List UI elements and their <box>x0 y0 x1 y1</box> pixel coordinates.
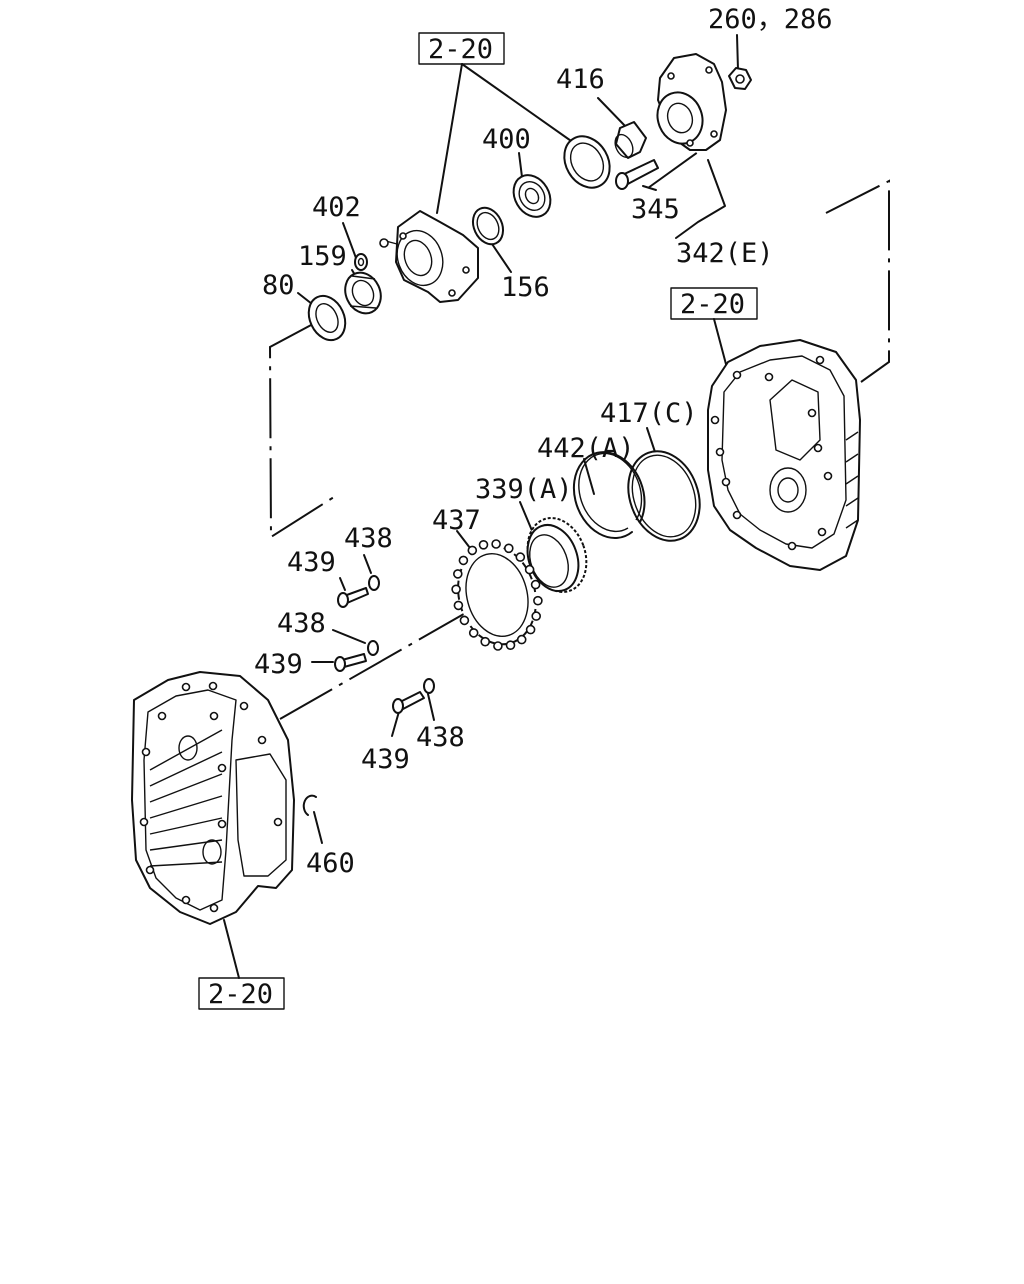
gear-tooth <box>453 600 464 611</box>
label-156[interactable]: 156 <box>501 272 550 303</box>
callout-labels: 260，286 416 400 402 159 80 156 345 342(E… <box>254 4 833 879</box>
part-left-housing[interactable] <box>131 671 295 925</box>
label-439-a[interactable]: 439 <box>287 547 336 578</box>
gear-tooth <box>480 636 491 647</box>
housing-rib <box>149 817 223 835</box>
label-438-b[interactable]: 438 <box>277 608 326 639</box>
housing-rib <box>149 751 223 787</box>
gear-tooth <box>503 543 514 554</box>
housing-rib <box>149 729 223 771</box>
part-right-housing[interactable] <box>707 339 861 571</box>
gear-tooth <box>467 545 478 556</box>
housing-rib <box>845 497 859 507</box>
label-342e[interactable]: 342(E) <box>676 238 774 269</box>
ref-box-bottom-label: 2-20 <box>208 979 273 1010</box>
gear-tooth <box>524 564 535 575</box>
label-402[interactable]: 402 <box>312 192 361 223</box>
part-439-screw-c[interactable] <box>392 691 425 714</box>
housing-rib <box>845 431 859 441</box>
part-342e-flange[interactable] <box>650 53 727 151</box>
part-437-gear-plate[interactable] <box>447 537 546 653</box>
ref-box-top-label: 2-20 <box>428 34 493 65</box>
label-439-c[interactable]: 439 <box>361 744 410 775</box>
leader-lines <box>223 34 890 979</box>
part-156-oring[interactable] <box>467 203 508 249</box>
gear-tooth <box>531 611 542 621</box>
housing-rib <box>149 839 223 851</box>
ref-box-right[interactable]: 2-20 <box>670 287 758 320</box>
ref-box-right-label: 2-20 <box>680 289 745 320</box>
part-402-washer[interactable] <box>354 253 368 271</box>
part-345-bolt[interactable] <box>615 159 659 190</box>
part-80-seal[interactable] <box>302 290 352 346</box>
housing-rib <box>149 795 223 819</box>
part-438-washer-c[interactable] <box>423 678 435 694</box>
gear-tooth <box>493 641 503 651</box>
label-339a[interactable]: 339(A) <box>475 474 573 505</box>
gear-tooth <box>491 539 501 549</box>
part-400-bearing[interactable] <box>506 168 557 223</box>
part-159-nut[interactable] <box>339 267 388 319</box>
gear-tooth <box>451 584 461 595</box>
part-460-snap-ring[interactable] <box>302 794 317 816</box>
label-460[interactable]: 460 <box>306 848 355 879</box>
label-260-286[interactable]: 260，286 <box>708 4 833 35</box>
part-438-washer-a[interactable] <box>368 575 380 591</box>
housing-rib <box>149 773 223 803</box>
gear-tooth <box>478 539 489 550</box>
part-439-screw-b[interactable] <box>334 653 367 672</box>
part-417c-ring[interactable] <box>616 441 711 551</box>
gear-tooth <box>515 552 526 562</box>
gear-tooth <box>530 579 541 590</box>
part-bearing-retainer[interactable] <box>379 210 479 303</box>
gear-tooth <box>533 595 543 606</box>
label-438-c[interactable]: 438 <box>416 722 465 753</box>
part-439-screw-a[interactable] <box>337 587 369 608</box>
label-442a[interactable]: 442(A) <box>537 433 635 464</box>
part-442a-snap-ring[interactable] <box>572 451 646 539</box>
gear-tooth <box>452 569 463 579</box>
gear-tooth <box>516 634 527 645</box>
label-438-a[interactable]: 438 <box>344 523 393 554</box>
label-437[interactable]: 437 <box>432 505 481 536</box>
label-80[interactable]: 80 <box>262 270 295 301</box>
housing-rib <box>845 453 859 463</box>
label-417c[interactable]: 417(C) <box>600 398 698 429</box>
part-2-20-bearing-race[interactable] <box>555 128 618 196</box>
housing-rib <box>845 475 859 485</box>
gear-tooth <box>459 615 470 626</box>
part-339a-gear[interactable] <box>518 510 597 601</box>
gear-tooth <box>525 624 536 635</box>
label-416[interactable]: 416 <box>556 64 605 95</box>
housing-rib <box>149 861 223 867</box>
gear-tooth <box>458 555 469 566</box>
label-400[interactable]: 400 <box>482 124 531 155</box>
ref-box-bottom[interactable]: 2-20 <box>198 977 285 1010</box>
gear-tooth <box>505 640 516 651</box>
part-260-286-nut[interactable] <box>728 67 752 90</box>
label-345[interactable]: 345 <box>631 194 680 225</box>
gear-tooth <box>468 628 479 638</box>
part-438-washer-b[interactable] <box>367 640 379 656</box>
label-159[interactable]: 159 <box>298 241 347 272</box>
part-416-cap[interactable] <box>612 121 647 160</box>
label-439-b[interactable]: 439 <box>254 649 303 680</box>
ref-box-top[interactable]: 2-20 <box>418 32 505 65</box>
housing-rib <box>845 519 859 529</box>
